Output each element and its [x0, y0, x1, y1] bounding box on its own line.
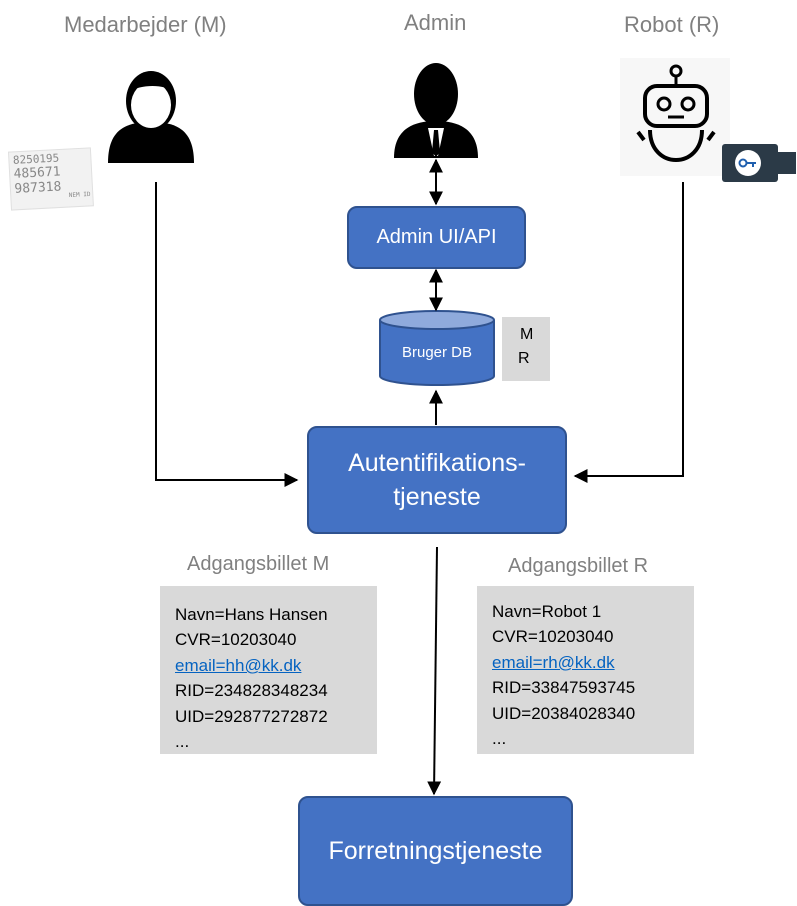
ticket-r-name: Navn=Robot 1	[492, 602, 602, 621]
ticket-m-rid: RID=234828348234	[175, 681, 328, 701]
actor-label-robot: Robot (R)	[624, 12, 720, 37]
arrow-auth-to-business	[427, 546, 442, 796]
admin-ui-api-label: Admin UI/API	[376, 226, 497, 248]
ticket-m-ellipsis: ...	[175, 732, 190, 752]
ticket-m-uid: UID=292877272872	[175, 706, 328, 726]
auth-service-box: Autentifikations- tjeneste	[307, 426, 567, 534]
business-service-label: Forretningstjeneste	[328, 836, 543, 865]
ticket-r-title: Adgangsbillet R	[508, 555, 649, 577]
robot-icon	[620, 58, 730, 176]
legend-r: R	[518, 350, 530, 367]
arrow-employee-to-auth	[155, 182, 299, 487]
actor-label-admin: Admin	[404, 10, 467, 35]
db-legend-box: M R	[502, 317, 550, 381]
usb-key-icon	[722, 144, 796, 182]
nemid-card-icon: 8250195 485671 987318 NEM ID	[7, 147, 94, 211]
admin-icon	[394, 63, 478, 158]
auth-service-label-line1: Autentifikations-	[348, 449, 526, 477]
ticket-r-ellipsis: ...	[492, 729, 507, 749]
nemid-row-2: 485671	[13, 164, 61, 181]
ticket-m-title: Adgangsbillet M	[187, 553, 330, 575]
ticket-r-box: Navn=Robot 1 CVR=10203040 email=rh@kk.dk…	[477, 586, 694, 754]
ticket-m-name: Navn=Hans Hansen	[175, 605, 328, 624]
auth-service-label-line2: tjeneste	[393, 483, 481, 511]
admin-ui-api-box: Admin UI/API	[347, 206, 526, 269]
nemid-row-3: 987318	[14, 179, 62, 196]
ticket-m-email-link[interactable]: email=hh@kk.dk	[175, 655, 302, 675]
ticket-m-box: Navn=Hans Hansen CVR=10203040 email=hh@k…	[160, 586, 377, 754]
bruger-db-label: Bruger DB	[401, 344, 473, 361]
arrow-robot-to-auth	[573, 182, 684, 483]
ticket-r-rid: RID=33847593745	[492, 678, 636, 698]
actor-label-medarbejder: Medarbejder (M)	[64, 12, 227, 37]
ticket-r-cvr: CVR=10203040	[492, 627, 614, 647]
ticket-m-cvr: CVR=10203040	[175, 630, 297, 650]
ticket-r-uid: UID=20384028340	[492, 703, 636, 723]
nemid-row-1: 8250195	[13, 151, 60, 166]
nemid-row-4: NEM ID	[69, 191, 91, 199]
ticket-r-email-link[interactable]: email=rh@kk.dk	[492, 652, 615, 672]
employee-icon	[108, 71, 194, 163]
business-service-box: Forretningstjeneste	[298, 796, 573, 906]
legend-m: M	[520, 326, 534, 343]
